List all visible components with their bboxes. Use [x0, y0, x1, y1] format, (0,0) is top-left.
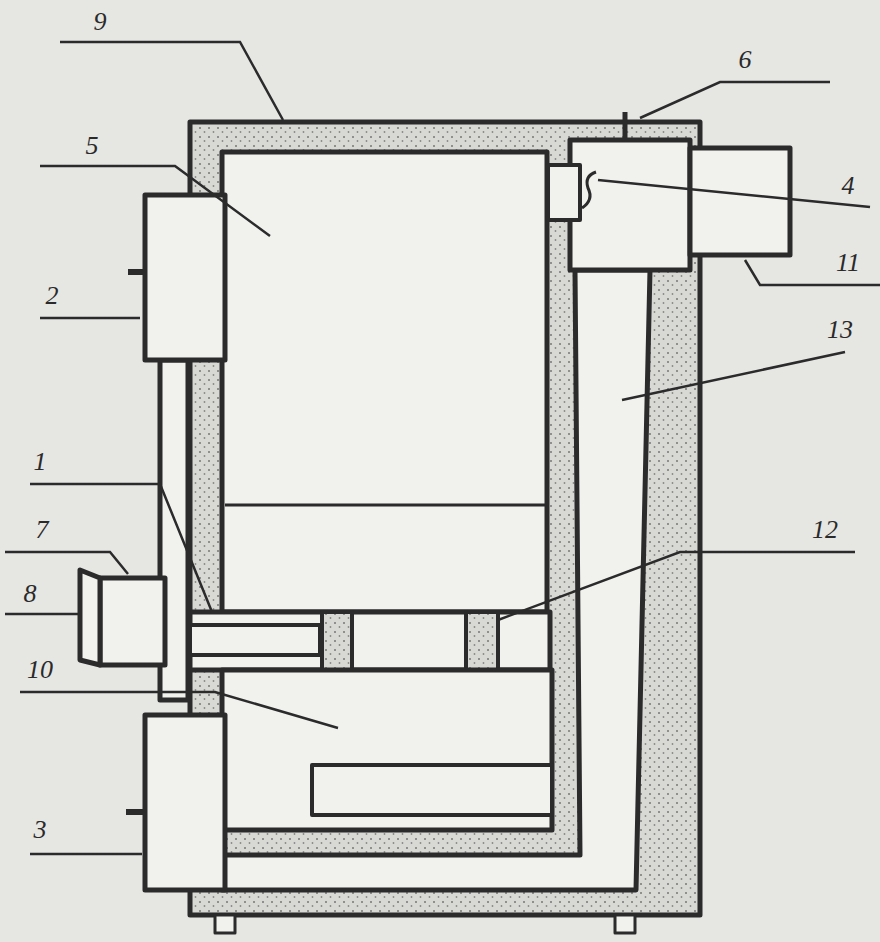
loading-door: [145, 195, 225, 360]
callout-number: 10: [24, 656, 56, 684]
callout-number: 12: [809, 516, 841, 544]
callout-number: 3: [31, 816, 50, 844]
callout-number: 8: [21, 580, 40, 608]
callout-number: 5: [83, 132, 102, 160]
ash-chamber: [222, 670, 552, 830]
flue-box: [570, 140, 690, 270]
boiler-body: [190, 122, 700, 915]
callout-number: 2: [43, 282, 62, 310]
callout-number: 1: [31, 448, 50, 476]
air-tube: [190, 625, 320, 655]
grate-support: [466, 612, 498, 670]
callout-number: 9: [91, 8, 110, 36]
baffle: [312, 765, 552, 815]
leader-lines: [5, 42, 880, 854]
flue-pipe: [690, 148, 790, 255]
callout-number: 4: [839, 172, 858, 200]
callout-number: 6: [736, 46, 755, 74]
grate-zone: [190, 612, 550, 670]
flue-duct: [222, 270, 650, 890]
air-flap: [80, 570, 100, 665]
callout-number: 13: [824, 316, 856, 344]
callout-number: 11: [833, 249, 863, 277]
grate-support: [322, 612, 352, 670]
callout-number: 7: [33, 516, 52, 544]
damper: [548, 165, 580, 220]
air-box: [100, 578, 165, 665]
ash-door: [145, 715, 225, 890]
furnace-chamber: [222, 152, 547, 612]
